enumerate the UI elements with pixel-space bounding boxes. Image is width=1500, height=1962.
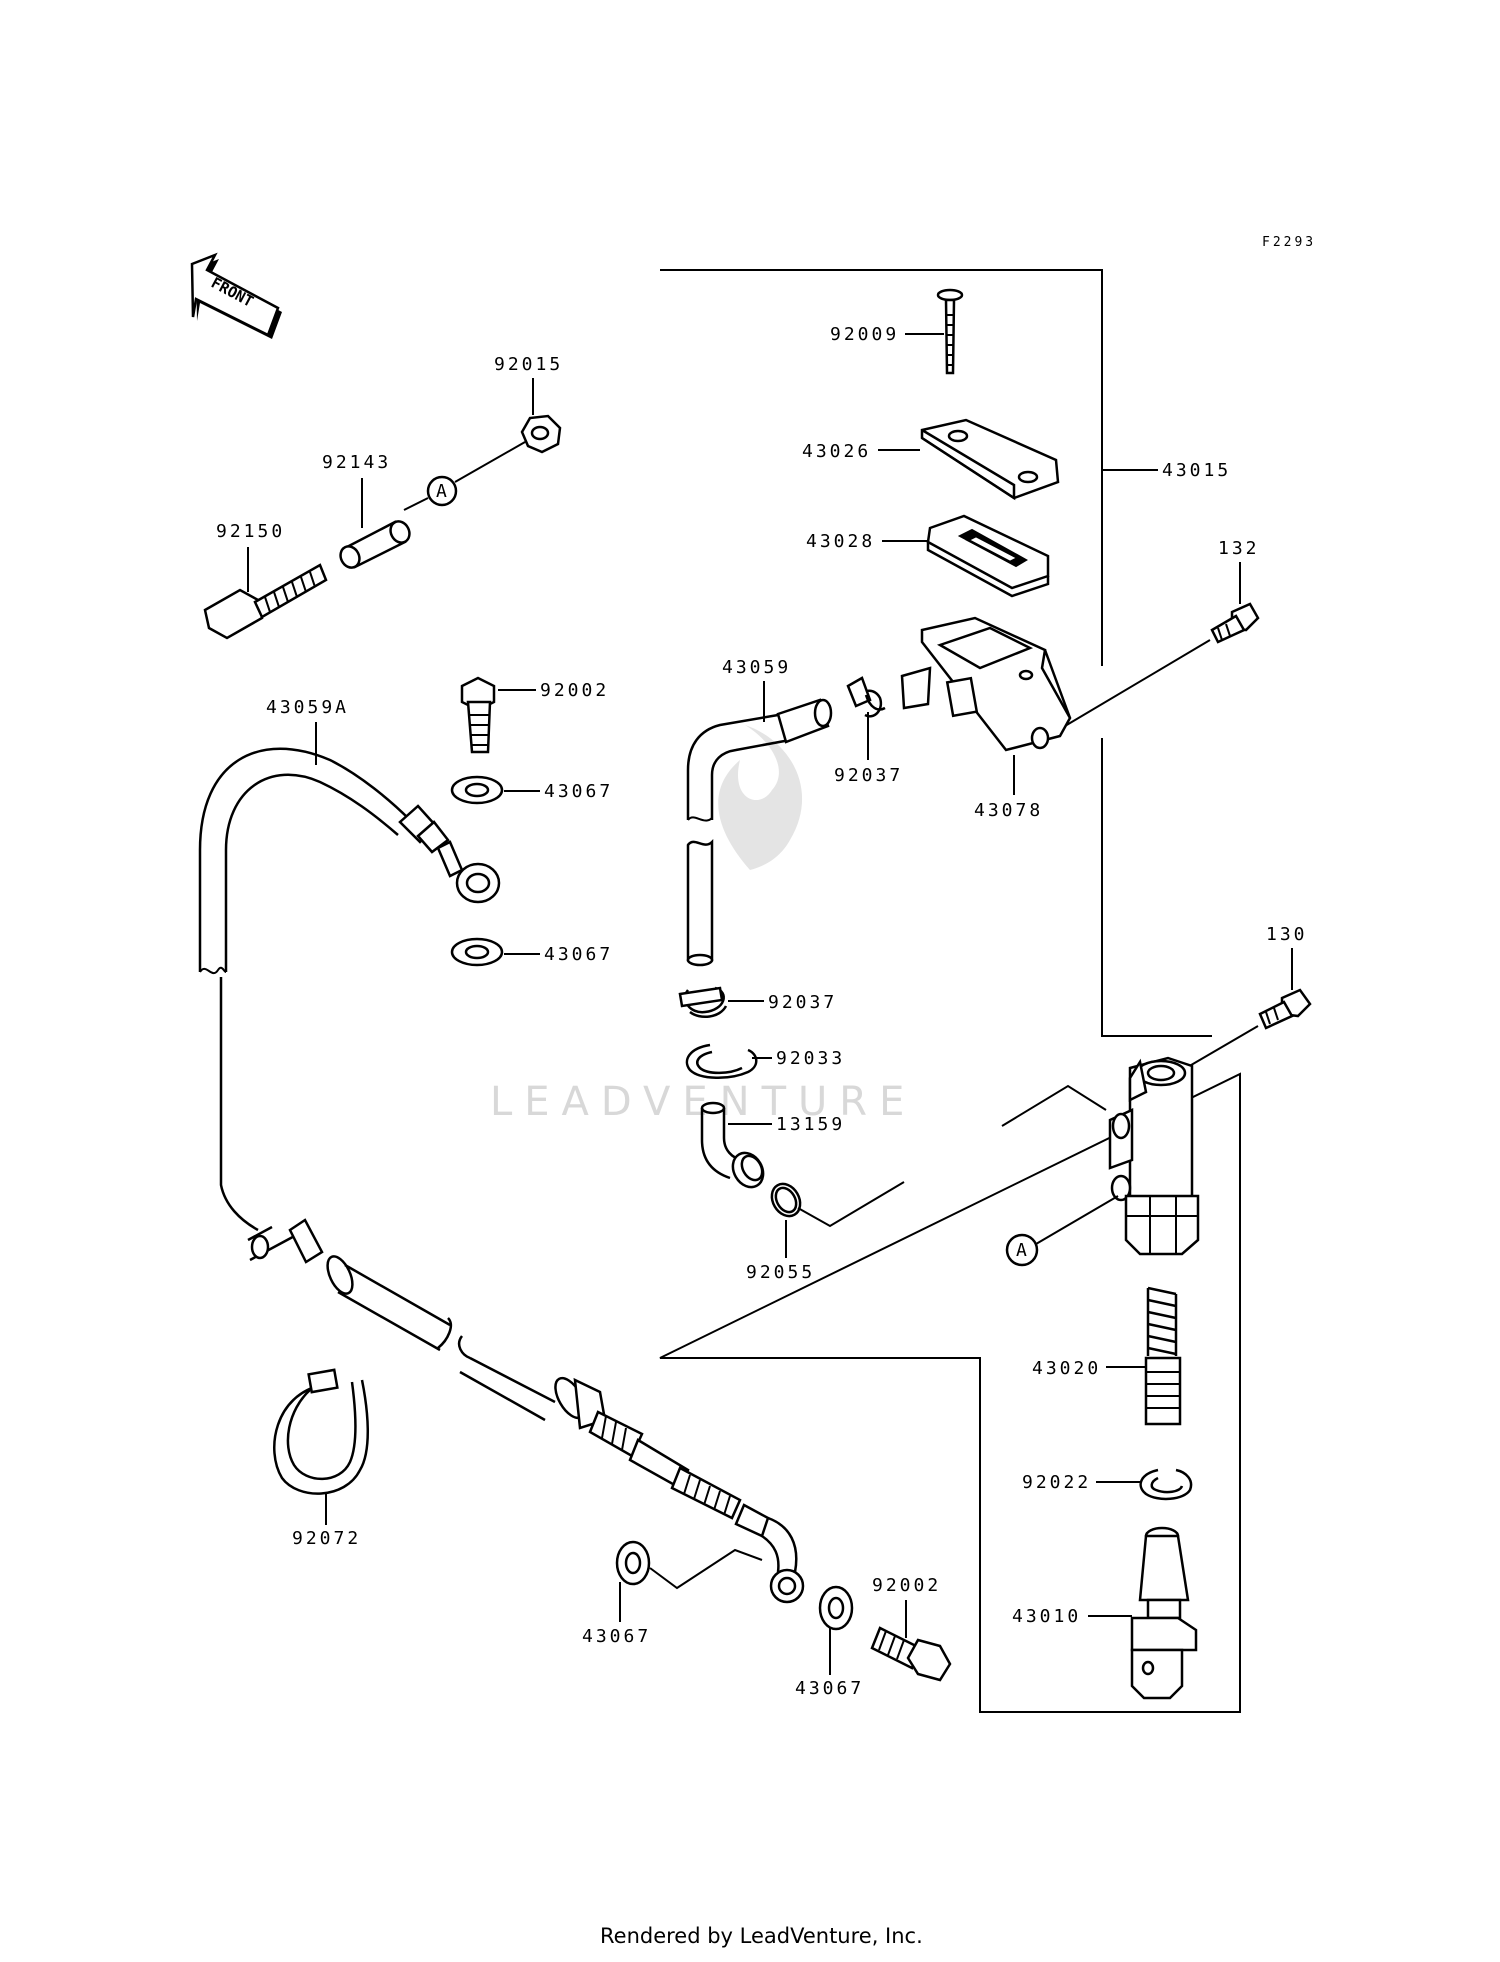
label-43015: 43015 — [1162, 460, 1231, 481]
ref-marker-a-bottom: A — [1005, 1233, 1039, 1267]
diagram-code: F2293 — [1262, 235, 1316, 250]
watermark: LEADVENTURE — [490, 725, 916, 1125]
circlip-92022 — [1139, 1468, 1193, 1501]
clamp-92072 — [273, 1368, 369, 1495]
svg-text:A: A — [436, 481, 450, 502]
label-92022: 92022 — [1022, 1472, 1091, 1493]
washer-43067-c — [615, 1540, 651, 1586]
label-132: 132 — [1218, 538, 1260, 559]
label-13159: 13159 — [776, 1114, 845, 1135]
watermark-flame-icon — [718, 725, 803, 870]
label-92037-upper: 92037 — [834, 765, 903, 786]
svg-text:LEADVENTURE: LEADVENTURE — [490, 1079, 916, 1125]
label-92002-top: 92002 — [540, 680, 609, 701]
washer-43067-a — [450, 775, 504, 805]
label-43026: 43026 — [802, 441, 871, 462]
label-92033: 92033 — [776, 1048, 845, 1069]
banjo-bolt-92002-top — [460, 676, 496, 754]
label-92143: 92143 — [322, 452, 391, 473]
leader-92015 — [454, 441, 526, 483]
o-ring-92055 — [770, 1182, 802, 1218]
label-43067-d: 43067 — [795, 1678, 864, 1699]
label-92015: 92015 — [494, 354, 563, 375]
screw-92009 — [936, 288, 964, 375]
svg-text:A: A — [1016, 1240, 1030, 1261]
label-92055: 92055 — [746, 1262, 815, 1283]
bolt-92150 — [203, 563, 328, 640]
push-rod-43010 — [1130, 1526, 1198, 1700]
label-43067-b: 43067 — [544, 944, 613, 965]
label-43059: 43059 — [722, 657, 791, 678]
reservoir-43078 — [900, 616, 1072, 752]
assembly-outline — [659, 269, 1241, 1713]
circlip-92033 — [685, 1043, 758, 1079]
clip-92037-lower — [678, 986, 728, 1019]
washer-43067-b — [450, 937, 504, 967]
label-92072: 92072 — [292, 1528, 361, 1549]
brake-hose-43059A — [198, 747, 805, 1604]
diaphragm-43028 — [926, 514, 1050, 598]
label-92037-lower: 92037 — [768, 992, 837, 1013]
label-92009: 92009 — [830, 324, 899, 345]
washer-43067-d — [818, 1585, 854, 1631]
reservoir-cap-43026 — [920, 418, 1060, 501]
reservoir-hose-43059 — [686, 698, 833, 967]
front-arrow-icon: FRONT — [190, 252, 282, 339]
footer-credit: Rendered by LeadVenture, Inc. — [600, 1924, 923, 1948]
label-92002-bottom: 92002 — [872, 1575, 941, 1596]
nut-92015 — [520, 414, 562, 454]
label-43010: 43010 — [1012, 1606, 1081, 1627]
master-cylinder-body — [1108, 1056, 1200, 1256]
label-43067-c: 43067 — [582, 1626, 651, 1647]
ref-marker-a-top: A — [426, 475, 458, 507]
bolt-132 — [1210, 602, 1260, 644]
label-43020: 43020 — [1032, 1358, 1101, 1379]
label-130: 130 — [1266, 924, 1308, 945]
label-92150: 92150 — [216, 521, 285, 542]
spring-43020 — [1144, 1286, 1182, 1426]
collar-92143 — [339, 520, 411, 569]
banjo-bolt-92002-bottom — [870, 1626, 952, 1682]
clip-92037-upper — [846, 676, 886, 718]
elbow-fitting-13159 — [700, 1101, 765, 1189]
label-43078: 43078 — [974, 800, 1043, 821]
label-43067-a: 43067 — [544, 781, 613, 802]
label-43059A: 43059A — [266, 697, 349, 718]
label-43028: 43028 — [806, 531, 875, 552]
bolt-130 — [1258, 988, 1312, 1030]
